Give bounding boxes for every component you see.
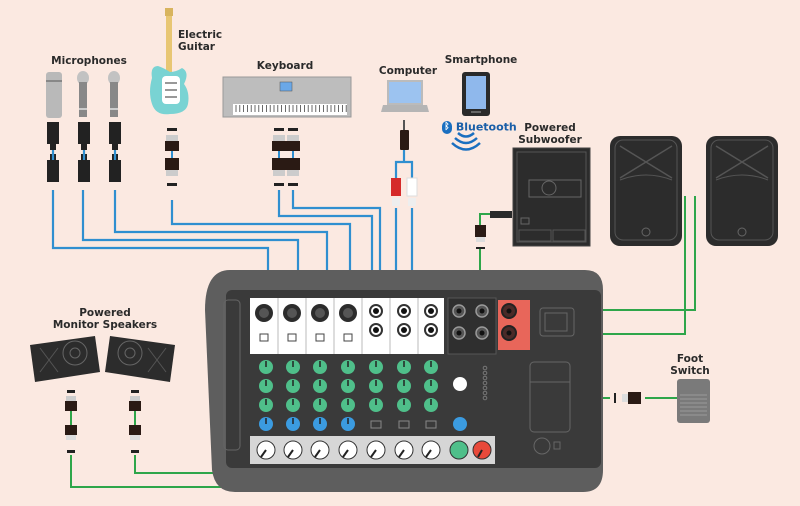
jack-hole [373, 327, 379, 333]
foot-switch-connector [614, 392, 641, 404]
jack-hole [373, 308, 379, 314]
powered-subwoofer-label: Powered Subwoofer [510, 122, 590, 146]
jack-connector [165, 128, 179, 186]
smartphone-label: Smartphone [444, 54, 518, 66]
jack-hole [456, 330, 462, 336]
jack-hole [401, 308, 407, 314]
channel-switch[interactable] [370, 420, 382, 429]
xlr-jack-inner [287, 308, 297, 318]
level-led [482, 380, 488, 386]
mini-jack-to-rca-cable [391, 120, 418, 206]
knob-indicator [425, 449, 432, 458]
powered-monitor-label: Powered Monitor Speakers [40, 307, 170, 331]
monitor-volume-knob[interactable] [449, 440, 469, 460]
powered-monitor-label-line1: Powered [79, 307, 131, 319]
power-inlet [539, 307, 575, 337]
electric-guitar-label: Electric Guitar [178, 29, 222, 53]
jack-hole [428, 327, 434, 333]
keyboard-icon [222, 76, 352, 118]
channel-switch[interactable] [398, 420, 410, 429]
laptop-icon [381, 80, 429, 112]
mic3-cable [113, 190, 329, 305]
knob-indicator [260, 449, 267, 458]
dynamic-mic-icon [108, 71, 120, 117]
powered-subwoofer-label-line1: Powered [524, 122, 576, 134]
knob-indicator [314, 449, 321, 458]
bluetooth-icon: ᛒ [442, 121, 452, 134]
xlr-jack-inner [259, 308, 269, 318]
xlr-jack-inner [315, 308, 325, 318]
knob-indicator [342, 449, 349, 458]
level-led [482, 390, 488, 396]
smartphone-icon [462, 72, 490, 116]
level-led [482, 385, 488, 391]
monitor-speaker-right-icon [105, 336, 175, 382]
level-led [482, 375, 488, 381]
master-knob[interactable] [453, 417, 467, 431]
monitor-speaker-left-icon [30, 336, 100, 382]
condenser-mic-icon [46, 72, 62, 118]
knob-indicator [287, 449, 294, 458]
electric-guitar-icon [150, 8, 189, 115]
keyboard-label: Keyboard [256, 60, 314, 72]
foot-switch-icon [677, 379, 710, 423]
dynamic-mic-icon [77, 71, 89, 117]
main-speaker-left-icon [610, 136, 682, 246]
power-cable-connector [475, 211, 512, 249]
monitor-cable-connectors [65, 390, 141, 453]
foot-switch-label: Foot Switch [660, 353, 720, 377]
powered-monitor-label-line2: Monitor Speakers [52, 319, 158, 331]
microphones [46, 71, 120, 118]
pad-switch[interactable] [259, 333, 269, 342]
powered-subwoofer-label-line2: Subwoofer [518, 134, 582, 146]
guitar-cable [170, 200, 352, 305]
jack-hole [401, 327, 407, 333]
mixer [205, 270, 603, 492]
level-led [482, 365, 488, 371]
level-led [482, 395, 488, 401]
jack-hole [456, 308, 462, 314]
bluetooth-label: ᛒ Bluetooth [442, 121, 517, 134]
jack-hole [479, 330, 485, 336]
xlr-jack-inner [343, 308, 353, 318]
foot-switch-label-line2: Switch [670, 365, 710, 377]
wireless-signal-icon [451, 132, 481, 151]
knob-indicator [477, 449, 483, 458]
microphones-label: Microphones [51, 55, 127, 67]
keyboard-right-cable [291, 190, 382, 322]
level-led [482, 370, 488, 376]
main-speaker-right-icon [706, 136, 778, 246]
electric-guitar-label-line2: Guitar [178, 41, 215, 53]
bluetooth-text: Bluetooth [455, 120, 517, 134]
master-knob[interactable] [453, 377, 467, 391]
computer-label: Computer [378, 65, 438, 77]
knob-indicator [398, 449, 405, 458]
foot-switch-label-line1: Foot [676, 353, 704, 365]
channel-switch[interactable] [425, 420, 437, 429]
knob-indicator [370, 449, 377, 458]
keyboard-jack-connectors [272, 128, 300, 186]
electric-guitar-label-line1: Electric [178, 29, 223, 41]
jack-hole [428, 308, 434, 314]
subwoofer-icon [512, 147, 591, 247]
pad-switch[interactable] [287, 333, 297, 342]
pad-switch[interactable] [343, 333, 353, 342]
pad-switch[interactable] [315, 333, 325, 342]
keyboard-left-cable [277, 190, 374, 305]
computer-cable-split [394, 150, 414, 178]
jack-hole [479, 308, 485, 314]
